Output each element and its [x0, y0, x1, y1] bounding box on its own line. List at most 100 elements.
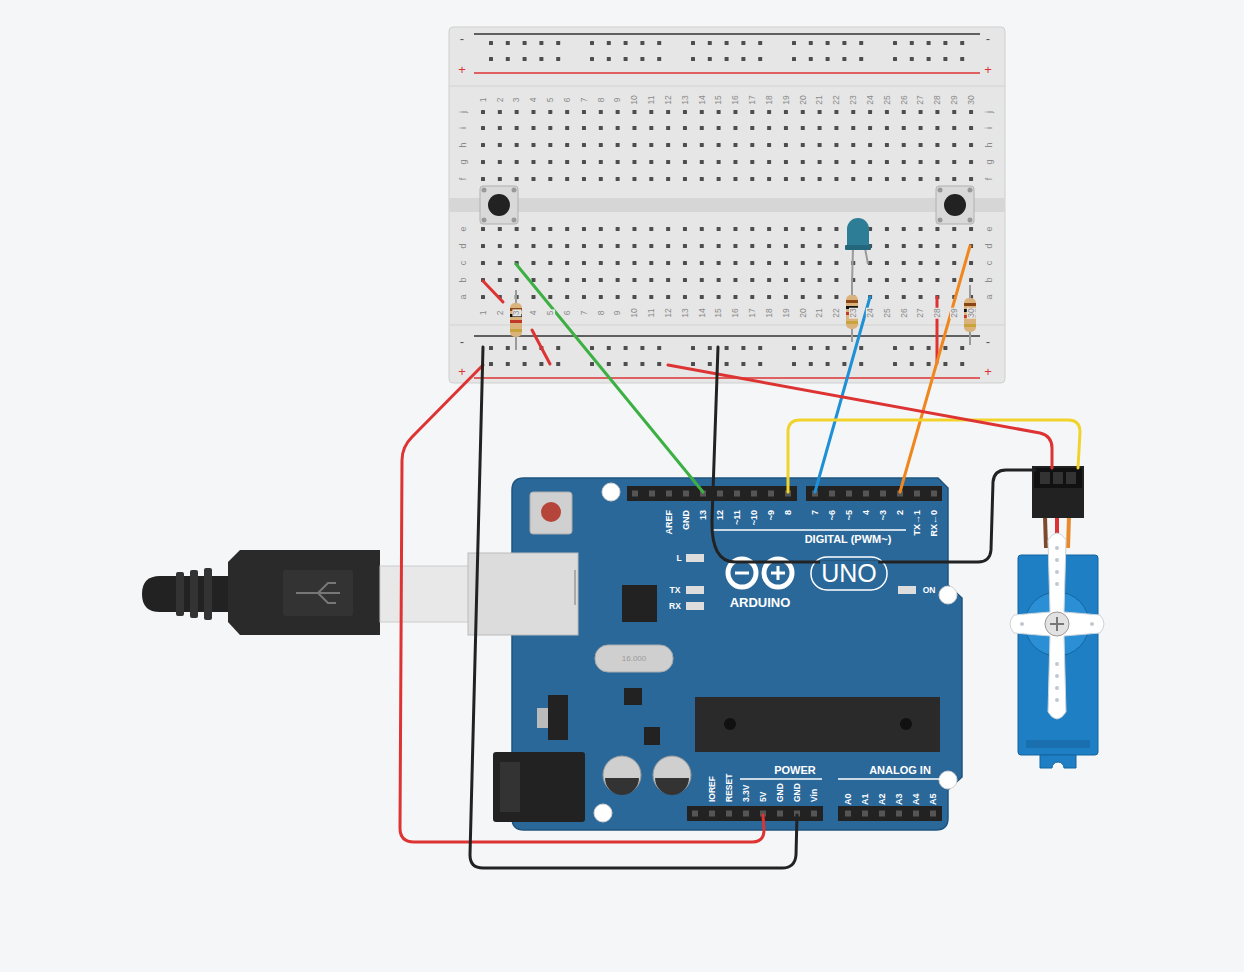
breadboard-hole	[599, 227, 603, 231]
breadboard-hole	[733, 110, 737, 114]
breadboard-hole	[952, 126, 956, 130]
breadboard-hole	[515, 278, 519, 282]
breadboard-hole	[935, 110, 939, 114]
horn-hole	[1055, 558, 1059, 562]
indicator-led	[686, 554, 704, 562]
led-label: ON	[922, 586, 937, 595]
column-number: 7	[580, 310, 589, 317]
breadboard-hole	[632, 126, 636, 130]
breadboard-hole	[481, 261, 485, 265]
mounting-hole	[594, 804, 612, 822]
breadboard-hole	[666, 278, 670, 282]
breadboard-hole	[818, 261, 822, 265]
breadboard-hole	[531, 110, 535, 114]
breadboard-hole	[733, 160, 737, 164]
breadboard-hole	[515, 126, 519, 130]
column-number: 18	[765, 94, 774, 105]
breadboard-hole	[818, 143, 822, 147]
breadboard-hole	[691, 346, 695, 350]
breadboard-hole	[700, 261, 704, 265]
pin-header	[687, 806, 823, 821]
button-body	[936, 186, 974, 224]
breadboard-hole	[548, 227, 552, 231]
led-body	[847, 218, 869, 249]
breadboard-hole	[758, 362, 762, 366]
breadboard-hole	[919, 110, 923, 114]
pin-label: 12	[716, 509, 725, 521]
breadboard-hole	[758, 41, 762, 45]
breadboard-hole	[733, 261, 737, 265]
button-leg	[512, 218, 517, 223]
breadboard-hole	[919, 160, 923, 164]
breadboard-hole	[632, 143, 636, 147]
breadboard-hole	[657, 362, 661, 366]
breadboard-hole	[649, 278, 653, 282]
breadboard-hole	[616, 261, 620, 265]
breadboard-hole	[717, 160, 721, 164]
breadboard-hole	[582, 261, 586, 265]
led-leg	[865, 248, 868, 264]
breadboard-hole	[616, 295, 620, 299]
breadboard-hole	[868, 126, 872, 130]
breadboard-hole	[910, 41, 914, 45]
horn-hole	[1055, 546, 1059, 550]
crystal-marking: 16.000	[621, 655, 647, 663]
wire	[400, 365, 764, 842]
breadboard-hole	[784, 261, 788, 265]
column-number: 8	[597, 97, 606, 104]
header-pin	[811, 811, 817, 817]
breadboard-hole	[834, 278, 838, 282]
breadboard-hole	[826, 57, 830, 61]
button-leg	[968, 218, 973, 223]
breadboard-hole	[960, 57, 964, 61]
header-title: POWER	[773, 765, 817, 776]
horn-hole	[1055, 570, 1059, 574]
breadboard-hole	[666, 244, 670, 248]
column-number: 6	[563, 310, 572, 317]
breadboard-hole	[590, 41, 594, 45]
breadboard-hole	[733, 244, 737, 248]
breadboard-hole	[599, 295, 603, 299]
breadboard-hole	[683, 126, 687, 130]
breadboard-hole	[531, 244, 535, 248]
breadboard-hole	[700, 160, 704, 164]
breadboard-hole	[935, 278, 939, 282]
breadboard-hole	[902, 126, 906, 130]
header-title: DIGITAL (PWM~)	[804, 534, 893, 545]
row-letter: d	[459, 242, 468, 249]
column-number: 30	[967, 94, 976, 105]
header-pin	[666, 491, 672, 497]
breadboard-hole	[750, 261, 754, 265]
breadboard-hole	[481, 160, 485, 164]
pushbutton	[480, 186, 518, 224]
breadboard-hole	[885, 143, 889, 147]
breadboard-hole	[952, 160, 956, 164]
breadboard-hole	[733, 278, 737, 282]
cable-strain-relief	[142, 576, 232, 612]
header-pin	[751, 491, 757, 497]
breadboard-hole	[750, 227, 754, 231]
breadboard-hole	[767, 244, 771, 248]
breadboard-hole	[767, 177, 771, 181]
breadboard-hole	[826, 41, 830, 45]
button-leg	[938, 188, 943, 193]
header-rule	[740, 778, 822, 780]
breadboard-hole	[683, 177, 687, 181]
breadboard-hole	[784, 177, 788, 181]
wire	[712, 347, 1035, 562]
breadboard-hole	[935, 261, 939, 265]
capacitor	[653, 756, 691, 794]
breadboard-hole	[801, 110, 805, 114]
breadboard-hole	[952, 143, 956, 147]
breadboard-hole	[599, 110, 603, 114]
header-pin	[896, 811, 902, 817]
row-letter: b	[985, 276, 994, 283]
column-number: 15	[714, 94, 723, 105]
logo-minus	[735, 572, 749, 575]
breadboard-hole	[868, 177, 872, 181]
rail-sign: +	[983, 63, 993, 76]
breadboard-hole	[969, 110, 973, 114]
breadboard-hole	[717, 261, 721, 265]
breadboard-hole	[885, 295, 889, 299]
